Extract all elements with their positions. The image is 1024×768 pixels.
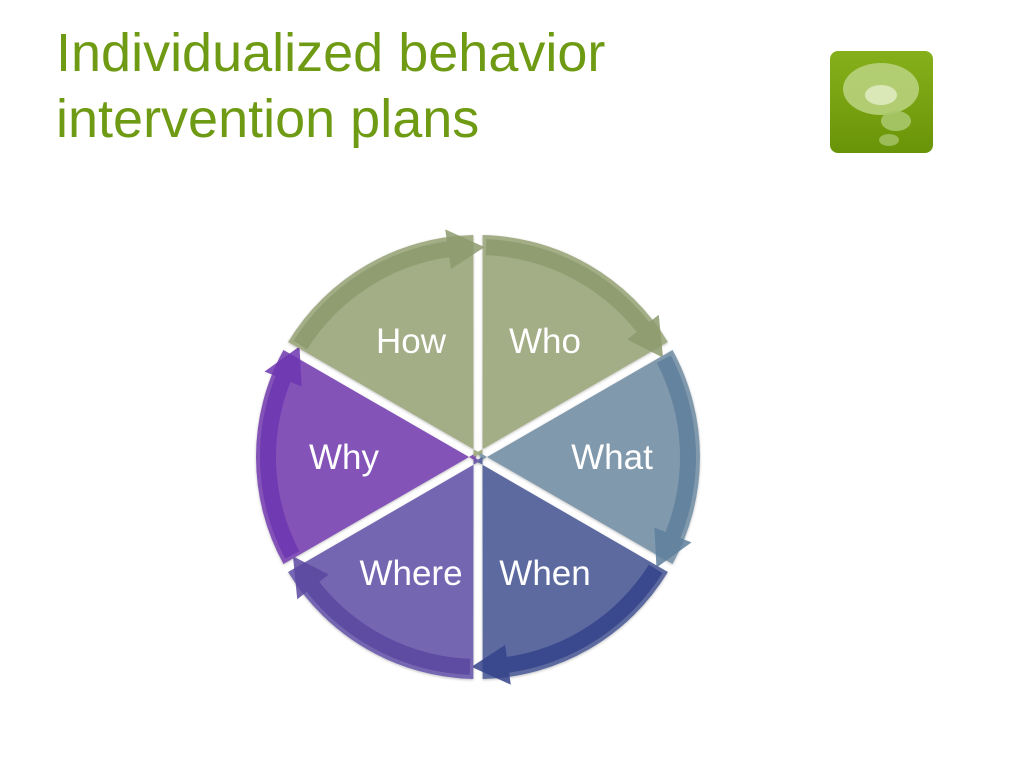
- logo-bubble-highlight: [865, 85, 897, 105]
- thought-bubble-icon: [830, 51, 933, 153]
- title-line-1: Individualized behavior: [56, 23, 606, 83]
- cycle-segment-what: [480, 350, 700, 564]
- logo-bubble-small: [879, 134, 899, 146]
- cycle-arrow-who: [485, 239, 664, 358]
- cycle-label-when: When: [499, 554, 590, 593]
- cycle-label-what: What: [571, 438, 653, 477]
- cycle-segment-when: [475, 457, 668, 679]
- cycle-label-where: Where: [359, 554, 462, 593]
- title-line-2: intervention plans: [56, 89, 480, 149]
- cycle-segment-where: [288, 457, 481, 679]
- cycle-arrow-where: [292, 556, 471, 675]
- cycle-arrow-why: [259, 346, 302, 559]
- logo-bubble-medium: [881, 111, 911, 131]
- cycle-arrow-when: [471, 564, 663, 685]
- cycle-label-who: Who: [509, 322, 581, 361]
- cycle-arrow-what: [654, 355, 696, 568]
- cycle-label-why: Why: [309, 438, 380, 477]
- cycle-segment-how: [288, 235, 481, 457]
- cycle-arrow-how: [293, 229, 485, 350]
- cycle-label-how: How: [376, 322, 447, 361]
- slide-title: Individualized behavior intervention pla…: [56, 20, 776, 152]
- cycle-segment-who: [475, 235, 668, 457]
- cycle-segment-why: [256, 350, 476, 564]
